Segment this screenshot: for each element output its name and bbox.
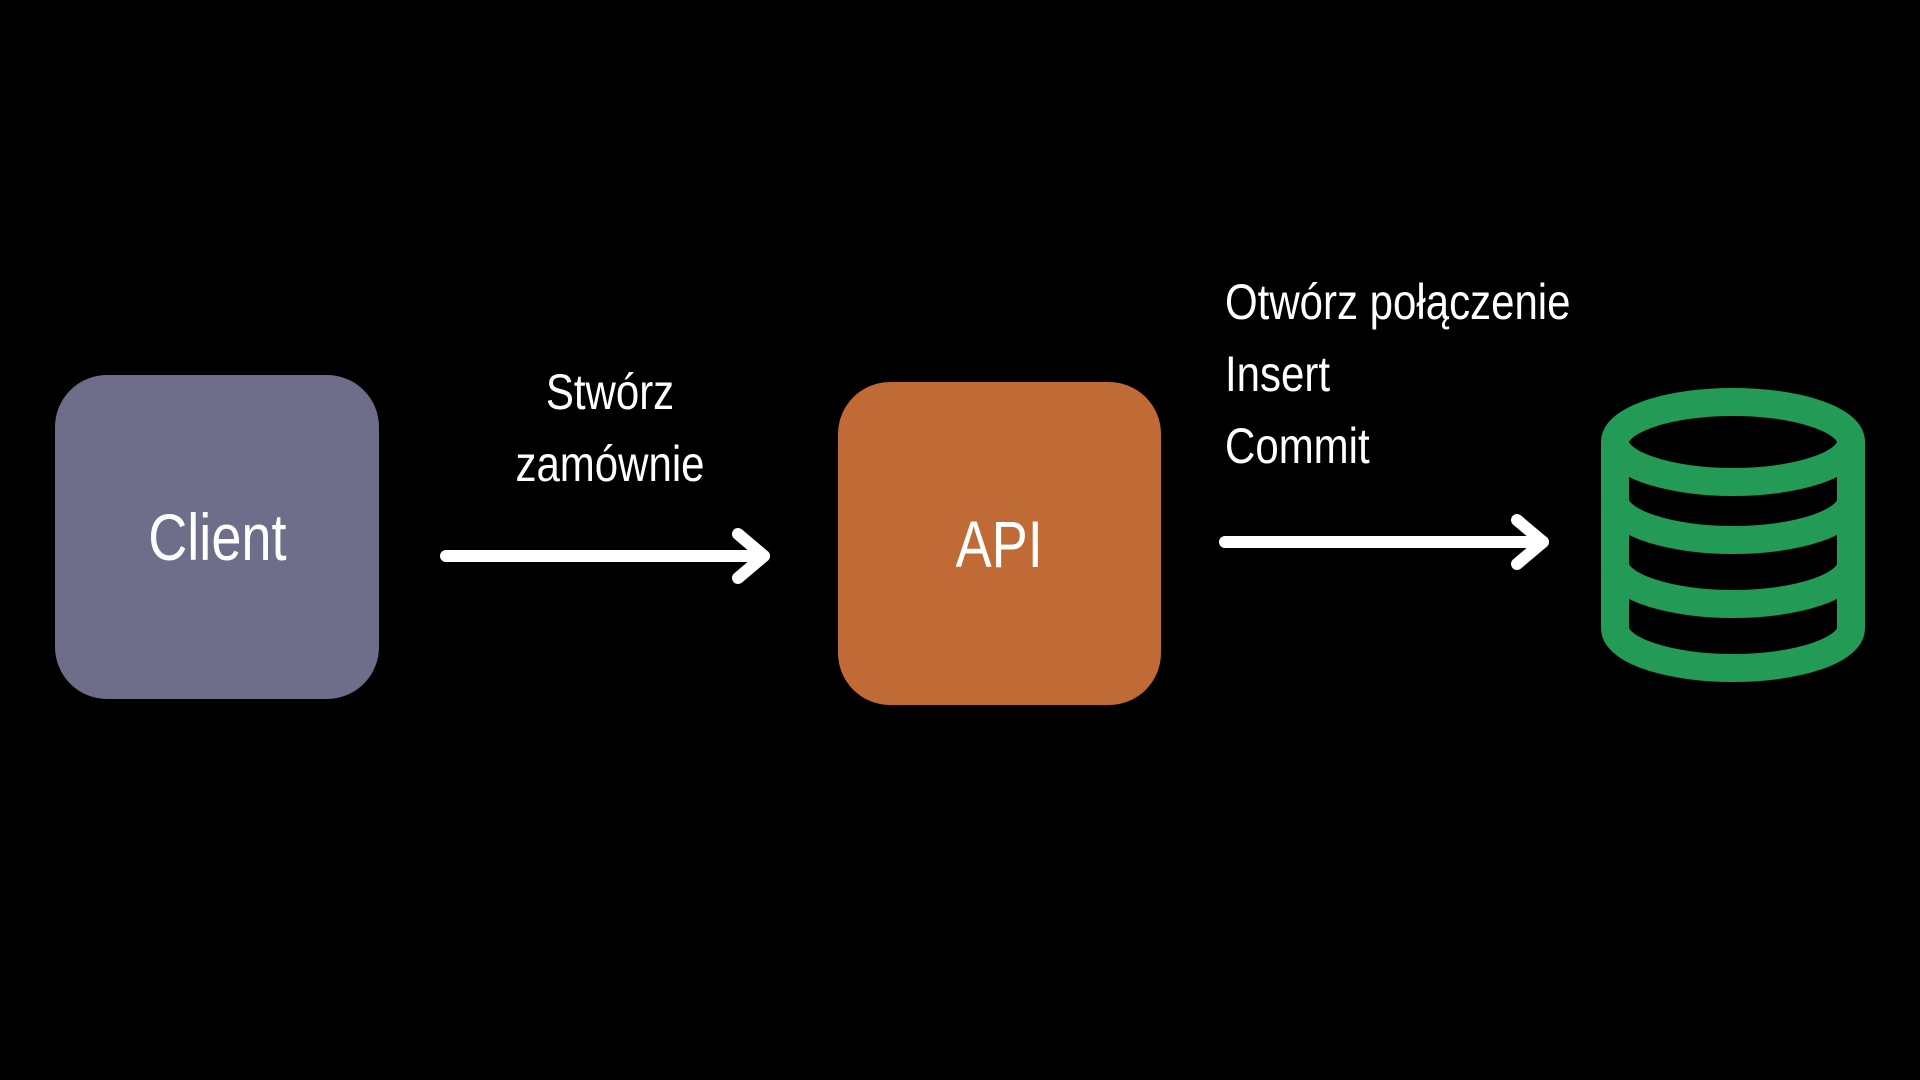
create-order-line-2: zamównie [515, 436, 705, 492]
db-op-insert: Insert [1225, 346, 1331, 402]
database-operations-label: Otwórz połączenie Insert Commit [1225, 266, 1636, 482]
client-to-api-arrow [440, 528, 770, 584]
arrow-head [732, 528, 770, 584]
database-body [1601, 442, 1865, 682]
create-order-line-1: Stwórz [545, 364, 675, 420]
api-to-database-arrow [1219, 514, 1549, 570]
db-op-commit: Commit [1225, 418, 1370, 474]
database-ring-1 [1601, 498, 1865, 554]
api-node: API [838, 382, 1161, 705]
arrow-head [1511, 514, 1549, 570]
client-label: Client [147, 500, 287, 574]
database-icon [1601, 388, 1865, 682]
create-order-label: Stwórz zamównie [440, 356, 780, 500]
client-node: Client [55, 375, 379, 699]
database-ring-2 [1601, 562, 1865, 618]
api-label: API [955, 506, 1044, 581]
database-top-disc [1601, 388, 1865, 496]
db-op-open-connection: Otwórz połączenie [1225, 274, 1571, 330]
